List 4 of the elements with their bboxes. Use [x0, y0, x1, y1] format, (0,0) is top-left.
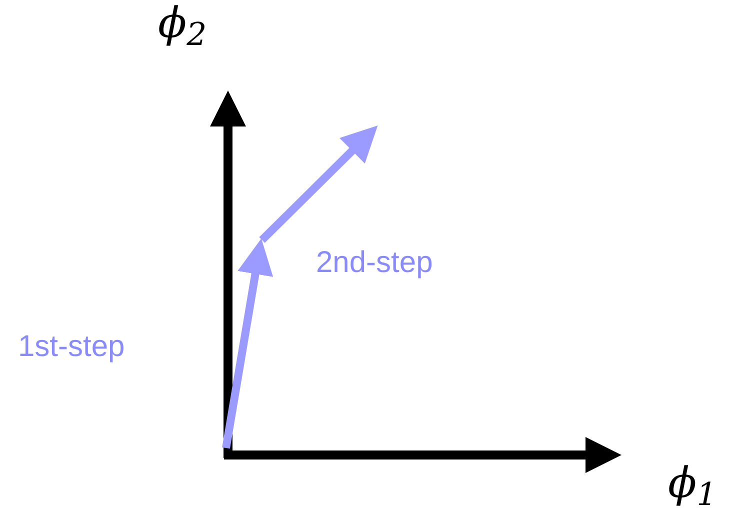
axis-label: ϕ$_{1}$	[668, 462, 717, 504]
step-label: 2nd-step	[316, 245, 433, 281]
step-label: 1st-step	[18, 329, 125, 365]
axis-label: ϕ$_{2}$	[158, 2, 207, 44]
